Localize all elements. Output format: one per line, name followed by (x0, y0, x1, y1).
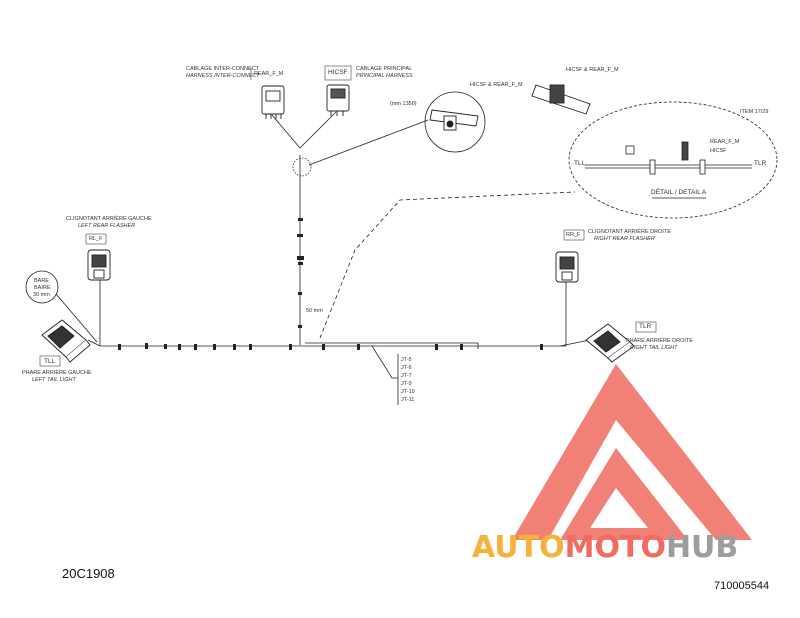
rr-f-label: RR_F (566, 232, 581, 238)
hicsf-connector-icon (326, 84, 350, 116)
detail-dashed-line (319, 191, 576, 339)
harness-inter-connect-en: HARNESS INTER-CONNECT (186, 73, 260, 79)
dim-1350-label: (mm 1350) (390, 101, 417, 107)
part-number: 710005544 (714, 580, 770, 592)
detail-a-fittings-icon (625, 141, 706, 175)
tlr-label: TLR (639, 323, 652, 330)
tll-label-box (39, 355, 61, 367)
zoom-detail-circle (424, 91, 486, 153)
detail-a-ellipse (568, 101, 778, 219)
zoom-detail-connector-icon (429, 109, 479, 131)
rl-f-label: RL_F (89, 236, 103, 242)
main-harness-fr: CABLAGE PRINCIPAL (356, 66, 413, 72)
left-tail-fr: PHARE ARRIÈRE GAUCHE (22, 370, 92, 376)
zoom-line (308, 119, 429, 166)
rear-f-m-label: REAR_F_M (254, 71, 284, 77)
rear-f-m-connector-icon (261, 85, 285, 119)
detail-a-title: DÉTAIL / DETAIL A (651, 189, 707, 196)
detail-tll-label: TLL (574, 160, 586, 167)
hicsf-label-box (324, 65, 352, 81)
tie-jt-5: JT-5 (401, 357, 412, 363)
tie-jt-6: JT-6 (401, 365, 412, 371)
right-tail-fr: PHARE ARRIÈRE DROITE (626, 338, 693, 344)
automotohub-logo (512, 364, 752, 540)
brand-hub: HUB (665, 530, 739, 565)
right-flasher-en: RIGHT REAR FLASHER (594, 236, 655, 242)
right-tail-en: RIGHT TAIL LIGHT (630, 345, 678, 351)
harness-inter-connect-fr: CABLAGE INTER-CONNECT (186, 66, 260, 72)
detail-rear-f-m-label: REAR_F_M (710, 139, 740, 145)
dim-50mm-label: 50 mm (306, 308, 323, 314)
bare-line-2: BAIRE (34, 285, 51, 291)
main-harness-en: PRINCIPAL HARNESS (356, 73, 413, 79)
tie-jt-7: JT-7 (401, 373, 412, 379)
tlr-label-box (635, 321, 657, 333)
hicsf-label: HICSF (328, 69, 348, 76)
right-tail-connector-icon (585, 323, 635, 363)
rl-f-label-box (85, 233, 107, 245)
tie-jt-9: JT-9 (401, 381, 412, 387)
tie-jt-11: JT-11 (401, 397, 415, 403)
item-ref-label: ITEM 17/29 (740, 109, 769, 115)
brand-auto: AUTO (472, 530, 565, 565)
hicsf-rear-top-label: HICSF & REAR_F_M (566, 67, 619, 73)
left-flasher-en: LEFT REAR FLASHER (78, 223, 136, 229)
left-tail-lead (87, 339, 101, 347)
inter-connect-branch-left (271, 114, 301, 149)
bare-circle (25, 270, 59, 304)
watermark-wordmark: AUTOMOTOHUB (472, 530, 738, 565)
inter-connect-branch-right (299, 111, 337, 149)
detail-tlr-label: TLR (754, 160, 767, 167)
brand-moto: MOTO (564, 530, 666, 565)
left-flasher-fr: CLIGNOTANT ARRIÈRE GAUCHE (66, 216, 152, 222)
left-tail-connector-icon (41, 319, 91, 363)
right-flasher-fr: CLIGNOTANT ARRIÈRE DROITE (588, 229, 671, 235)
rear-harness-upper (305, 342, 479, 349)
tll-label: TLL (44, 358, 56, 365)
left-flasher-connector-icon (87, 249, 111, 281)
harness-clips (118, 218, 543, 350)
right-flasher-lead (545, 282, 567, 347)
zoom-circle-marker (292, 157, 312, 177)
bare-line-3: 30 mm (33, 292, 50, 298)
left-tail-en: LEFT TAIL LIGHT (32, 377, 76, 383)
top-right-connector-icon (531, 84, 591, 115)
figure-code: 20C1908 (62, 566, 115, 581)
right-flasher-connector-icon (555, 251, 579, 283)
hicsf-rear-mid-label: HICSF & REAR_F_M (470, 82, 523, 88)
tie-jt-10: JT-10 (401, 389, 415, 395)
bare-line-1: BARE (34, 278, 49, 284)
detail-hicsf-label: HICSF (710, 148, 727, 154)
rr-f-label-box (563, 229, 585, 241)
tie-bracket (371, 345, 398, 379)
